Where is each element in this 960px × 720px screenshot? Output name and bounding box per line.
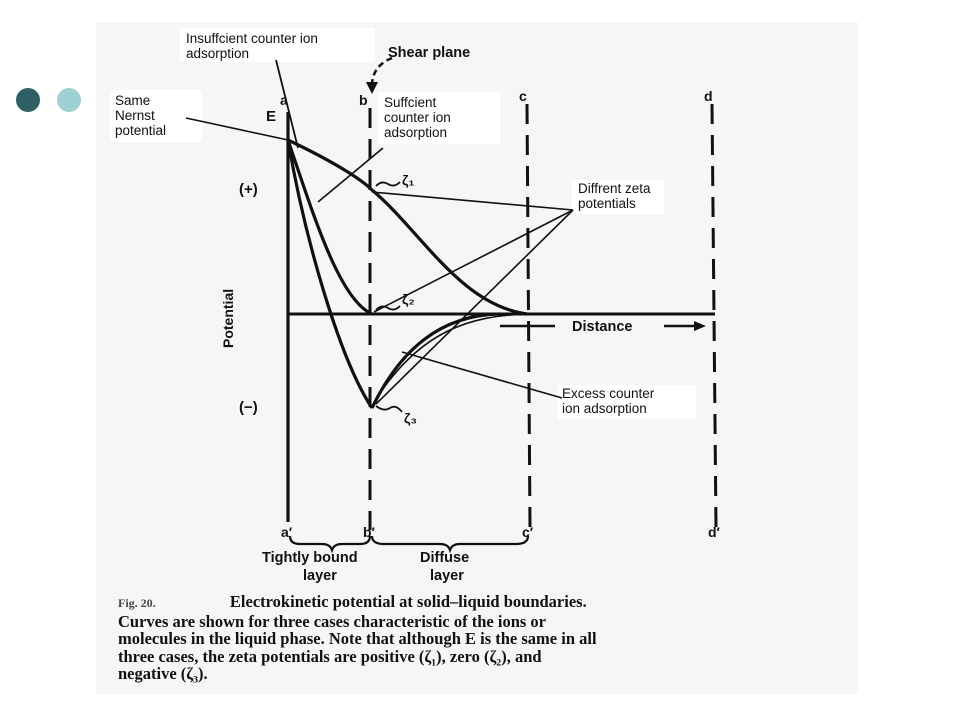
label-e: E [266, 108, 276, 125]
curve-negative-zeta [286, 139, 374, 409]
leader-sufficient [317, 147, 384, 203]
label-different-zeta-1: Diffrent zeta [578, 181, 651, 196]
label-diffuse-1: Diffuse [420, 550, 469, 566]
label-minus: (−) [239, 399, 258, 416]
brace-tightly-bound [288, 535, 372, 554]
plane-label-c: c [519, 88, 527, 104]
label-patch [558, 385, 696, 419]
decorative-dot-light [57, 88, 81, 112]
curve-positive-zeta [287, 138, 528, 316]
label-potential-axis: Potential [220, 289, 236, 348]
brace-diffuse [370, 535, 530, 554]
leader-insufficient [275, 59, 299, 149]
label-diffuse-2: layer [430, 568, 464, 584]
plane-label-a-prime: a′ [281, 524, 293, 540]
plane-label-a: a [280, 92, 288, 108]
label-patch [378, 92, 500, 144]
label-sufficient-3: adsorption [384, 125, 447, 140]
caption-line-1: Electrokinetic potential at solid–liquid… [229, 592, 587, 611]
leader-zeta3 [375, 209, 574, 405]
caption-line-3: molecules in the liquid phase. Note that… [118, 629, 597, 649]
caption-line-2: Curves are shown for three cases charact… [118, 611, 546, 631]
label-different-zeta-2: potentials [578, 196, 636, 211]
label-insufficient-1: Insuffcient counter ion [186, 31, 318, 46]
label-sufficient-1: Suffcient [384, 95, 437, 110]
label-patch [110, 90, 202, 142]
decorative-dot-dark [16, 88, 40, 112]
label-distance: Distance [572, 319, 632, 335]
plane-line-d [710, 103, 718, 529]
label-insufficient-2: adsorption [186, 46, 249, 61]
label-zeta2: ζ₂ [402, 291, 415, 307]
label-shear-plane: Shear plane [388, 45, 470, 61]
curve-zero-zeta [286, 139, 373, 316]
zeta3-squiggle [375, 405, 403, 413]
leader-zeta2 [373, 209, 574, 313]
curve-negative-recovery-thin [373, 313, 528, 403]
figure-caption: Fig. 20. Electrokinetic potential at sol… [118, 593, 838, 683]
label-tightly-bound-1: Tightly bound [262, 550, 358, 566]
leader-zeta1 [371, 191, 574, 211]
label-patch [572, 180, 664, 214]
plane-line-c [525, 103, 532, 529]
label-zeta1: ζ₁ [402, 172, 414, 188]
label-tightly-bound-2: layer [303, 568, 337, 584]
label-zeta3: ζ₃ [404, 410, 417, 426]
plane-label-d: d [704, 88, 713, 104]
shear-plane-arrow [370, 56, 393, 87]
distance-arrowhead [694, 321, 706, 331]
label-same-nernst-2: Nernst [115, 108, 155, 123]
zeta1-squiggle [375, 181, 401, 187]
caption-line: Fig. 20. Electrokinetic potential at sol… [118, 593, 838, 613]
label-plus: (+) [239, 181, 258, 198]
plane-label-d-prime: d′ [708, 524, 721, 540]
label-excess-1: Excess counter [562, 386, 655, 401]
caption-line-5: negative (ζ₃). [118, 664, 208, 684]
plane-label-b: b [359, 92, 368, 108]
leader-excess [401, 351, 563, 399]
caption-figure-ref: Fig. 20. [118, 596, 156, 610]
leader-same-nernst [185, 117, 289, 141]
label-same-nernst-3: potential [115, 123, 166, 138]
label-same-nernst-1: Same [115, 93, 150, 108]
plane-label-b-prime: b′ [363, 524, 376, 540]
label-sufficient-2: counter ion [384, 110, 451, 125]
shear-plane-arrowhead [366, 82, 378, 94]
label-patch [180, 28, 375, 62]
label-excess-2: ion adsorption [562, 401, 647, 416]
zeta2-squiggle [375, 305, 401, 311]
plane-label-c-prime: c′ [522, 524, 534, 540]
caption-line-4: three cases, the zeta potentials are pos… [118, 646, 542, 666]
